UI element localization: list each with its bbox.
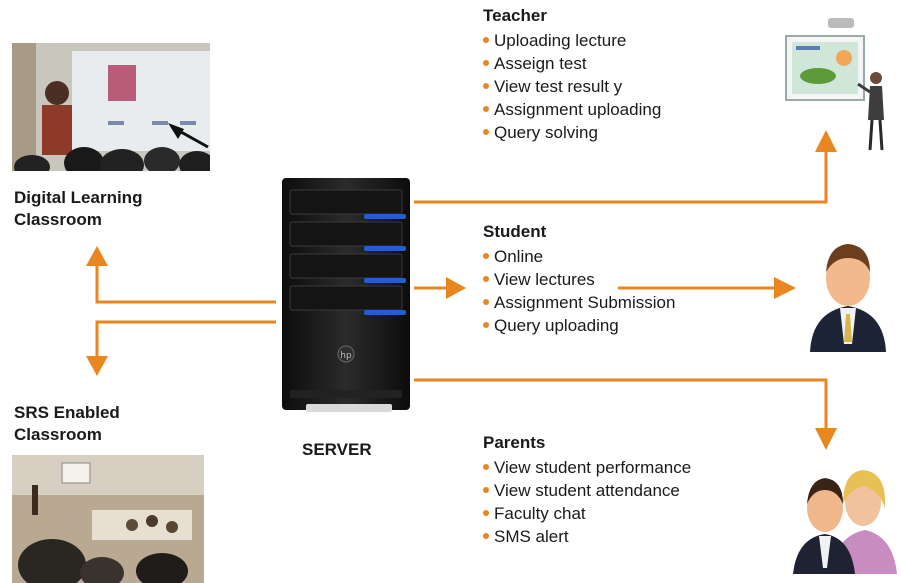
server-tower-icon: hp <box>276 178 416 416</box>
teacher-heading: Teacher <box>483 6 547 25</box>
digital-classroom-photo <box>12 43 210 171</box>
arrowhead-student-icon <box>774 277 796 299</box>
bullet-icon <box>483 36 489 43</box>
bullet-icon <box>483 486 489 493</box>
parents-list: View student performance View student at… <box>483 456 691 548</box>
parents-heading: Parents <box>483 433 546 452</box>
bullet-icon <box>483 509 489 516</box>
digital-classroom-label-line1: Digital Learning <box>14 188 143 207</box>
student-heading: Student <box>483 222 547 241</box>
bullet-icon <box>483 321 489 328</box>
list-item: Query solving <box>483 121 661 144</box>
server-label: SERVER <box>302 440 372 459</box>
bullet-icon <box>483 275 489 282</box>
list-item: SMS alert <box>483 525 691 548</box>
list-item: Online <box>483 245 675 268</box>
digital-classroom-label-line2: Classroom <box>14 210 102 229</box>
bullet-icon <box>483 463 489 470</box>
srs-classroom-label-line2: Classroom <box>14 425 102 444</box>
bullet-icon <box>483 298 489 305</box>
srs-classroom-photo <box>12 455 204 583</box>
list-item: Assignment uploading <box>483 98 661 121</box>
list-item: Asseign test <box>483 52 661 75</box>
student-block: Student Online View lectures Assignment … <box>483 222 675 337</box>
arrowhead-srs-classroom <box>86 356 108 376</box>
bullet-icon <box>483 59 489 66</box>
srs-classroom-label-line1: SRS Enabled <box>14 403 120 422</box>
list-item: Uploading lecture <box>483 29 661 52</box>
list-item: View test result y <box>483 75 661 98</box>
parents-block: Parents View student performance View st… <box>483 433 691 548</box>
bullet-icon <box>483 82 489 89</box>
arrowhead-digital-classroom <box>86 246 108 266</box>
list-item: View lectures <box>483 268 675 291</box>
arrowhead-teacher <box>815 130 837 152</box>
bullet-icon <box>483 532 489 539</box>
bullet-icon <box>483 128 489 135</box>
arrowhead-parents <box>815 428 837 450</box>
arrowhead-student-list <box>446 277 466 299</box>
teacher-presentation-icon <box>778 14 898 156</box>
list-item: Query uploading <box>483 314 675 337</box>
student-list: Online View lectures Assignment Submissi… <box>483 245 675 337</box>
list-item: Faculty chat <box>483 502 691 525</box>
digital-classroom-label: Digital Learning Classroom <box>14 187 142 231</box>
teacher-block: Teacher Uploading lecture Asseign test V… <box>483 6 661 144</box>
bullet-icon <box>483 252 489 259</box>
student-avatar-icon <box>806 232 890 352</box>
list-item: View student performance <box>483 456 691 479</box>
srs-classroom-label: SRS Enabled Classroom <box>14 402 120 446</box>
svg-text:hp: hp <box>340 351 352 361</box>
list-item: View student attendance <box>483 479 691 502</box>
parents-avatar-icon <box>791 456 899 576</box>
teacher-list: Uploading lecture Asseign test View test… <box>483 29 661 144</box>
list-item: Assignment Submission <box>483 291 675 314</box>
bullet-icon <box>483 105 489 112</box>
